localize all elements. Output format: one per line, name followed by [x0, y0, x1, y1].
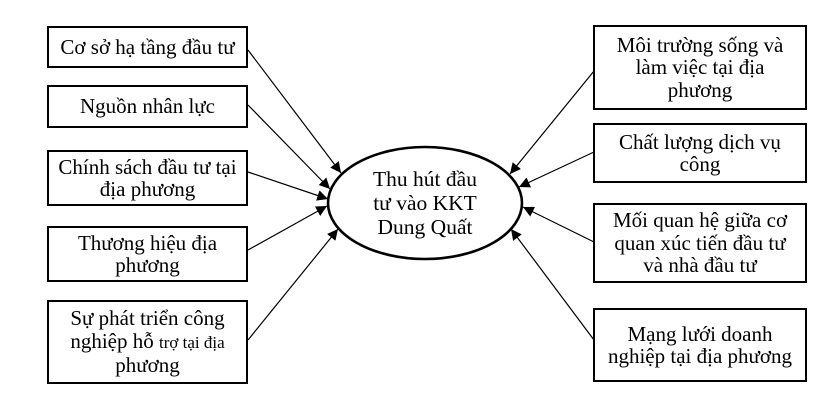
- factor-label: Chất lượng dịch vụ: [619, 129, 781, 154]
- factor-label: quan xúc tiến đầu tư: [614, 230, 786, 255]
- factor-label: nghiệp hỗ trợ tại địa: [70, 330, 224, 355]
- factor-label: Chính sách đầu tư tại: [58, 154, 237, 179]
- factor-label: Sự phát triển công: [70, 306, 225, 331]
- arrow-infrastructure: [247, 49, 342, 174]
- factor-label: Thương hiệu địa: [77, 230, 218, 255]
- arrow-local-brand: [247, 205, 328, 251]
- arrow-public-service-quality: [518, 151, 595, 188]
- factor-label: Môi trường sống và: [616, 32, 784, 57]
- central-node-label: Dung Quất: [377, 215, 473, 239]
- factor-label: Nguồn nhân lực: [79, 94, 216, 119]
- arrow-supporting-industry: [247, 228, 339, 341]
- central-node-label: tư vào KKT: [373, 191, 477, 215]
- arrow-business-network: [510, 228, 595, 341]
- factor-infrastructure: Cơ sở hạ tầng đầu tư: [47, 26, 248, 68]
- factor-investment-policy: Chính sách đầu tư tại địa phương: [47, 150, 248, 206]
- factor-supporting-industry: Sự phát triển công nghiệp hỗ trợ tại địa…: [47, 300, 248, 384]
- central-node: Thu hút đầu tư vào KKT Dung Quất: [327, 146, 523, 260]
- factor-label: phương: [115, 253, 180, 277]
- factor-label: làm việc tại địa: [635, 55, 765, 80]
- factor-label: Mạng lưới doanh: [627, 321, 773, 346]
- arrow-investor-agency-relationship: [522, 206, 595, 243]
- arrow-human-resources: [247, 104, 331, 190]
- factor-label: phương: [667, 77, 733, 102]
- factor-label: và nhà đầu tư: [643, 253, 757, 278]
- factor-business-network: Mạng lưới doanh nghiệp tại địa phương: [593, 308, 807, 382]
- factor-label: phương: [115, 353, 180, 378]
- factor-label: công: [679, 152, 721, 176]
- factor-label: Cơ sở hạ tầng đầu tư: [60, 34, 235, 59]
- central-node-label: Thu hút đầu: [373, 167, 477, 191]
- central-ellipse-shape: [326, 145, 524, 261]
- factor-local-brand: Thương hiệu địa phương: [47, 226, 248, 282]
- factor-label: Mối quan hệ giữa cơ: [612, 208, 788, 233]
- arrow-investment-policy: [247, 171, 329, 201]
- factor-label: địa phương: [99, 177, 196, 201]
- factor-human-resources: Nguồn nhân lực: [47, 85, 248, 128]
- factor-living-environment: Môi trường sống và làm việc tại địa phươ…: [593, 25, 807, 110]
- arrow-living-environment: [509, 70, 595, 175]
- factor-label-part-small: trợ tại địa: [159, 332, 225, 352]
- factor-investor-agency-relationship: Mối quan hệ giữa cơ quan xúc tiến đầu tư…: [593, 203, 807, 283]
- factor-label: nghiệp tại địa phương: [607, 344, 793, 368]
- factor-label-part: nghiệp hỗ: [70, 328, 159, 353]
- factor-public-service-quality: Chất lượng dịch vụ công: [593, 123, 807, 183]
